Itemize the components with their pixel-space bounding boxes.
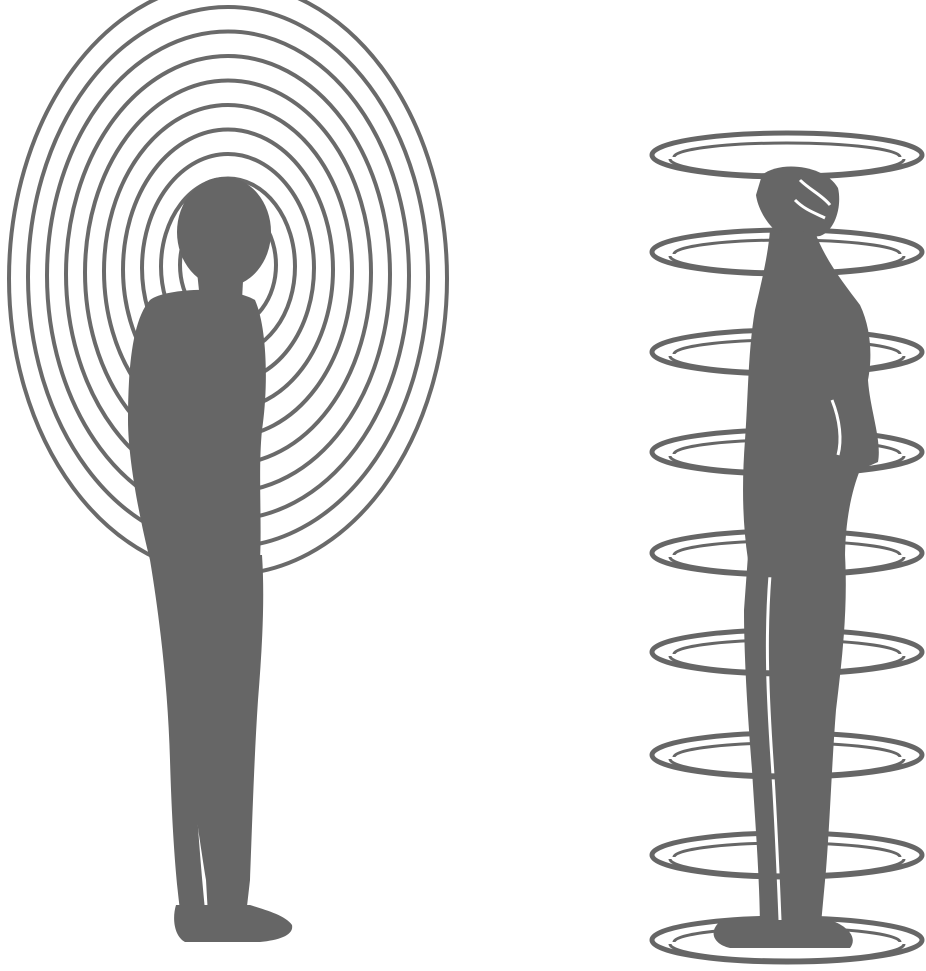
illustration (0, 0, 926, 971)
